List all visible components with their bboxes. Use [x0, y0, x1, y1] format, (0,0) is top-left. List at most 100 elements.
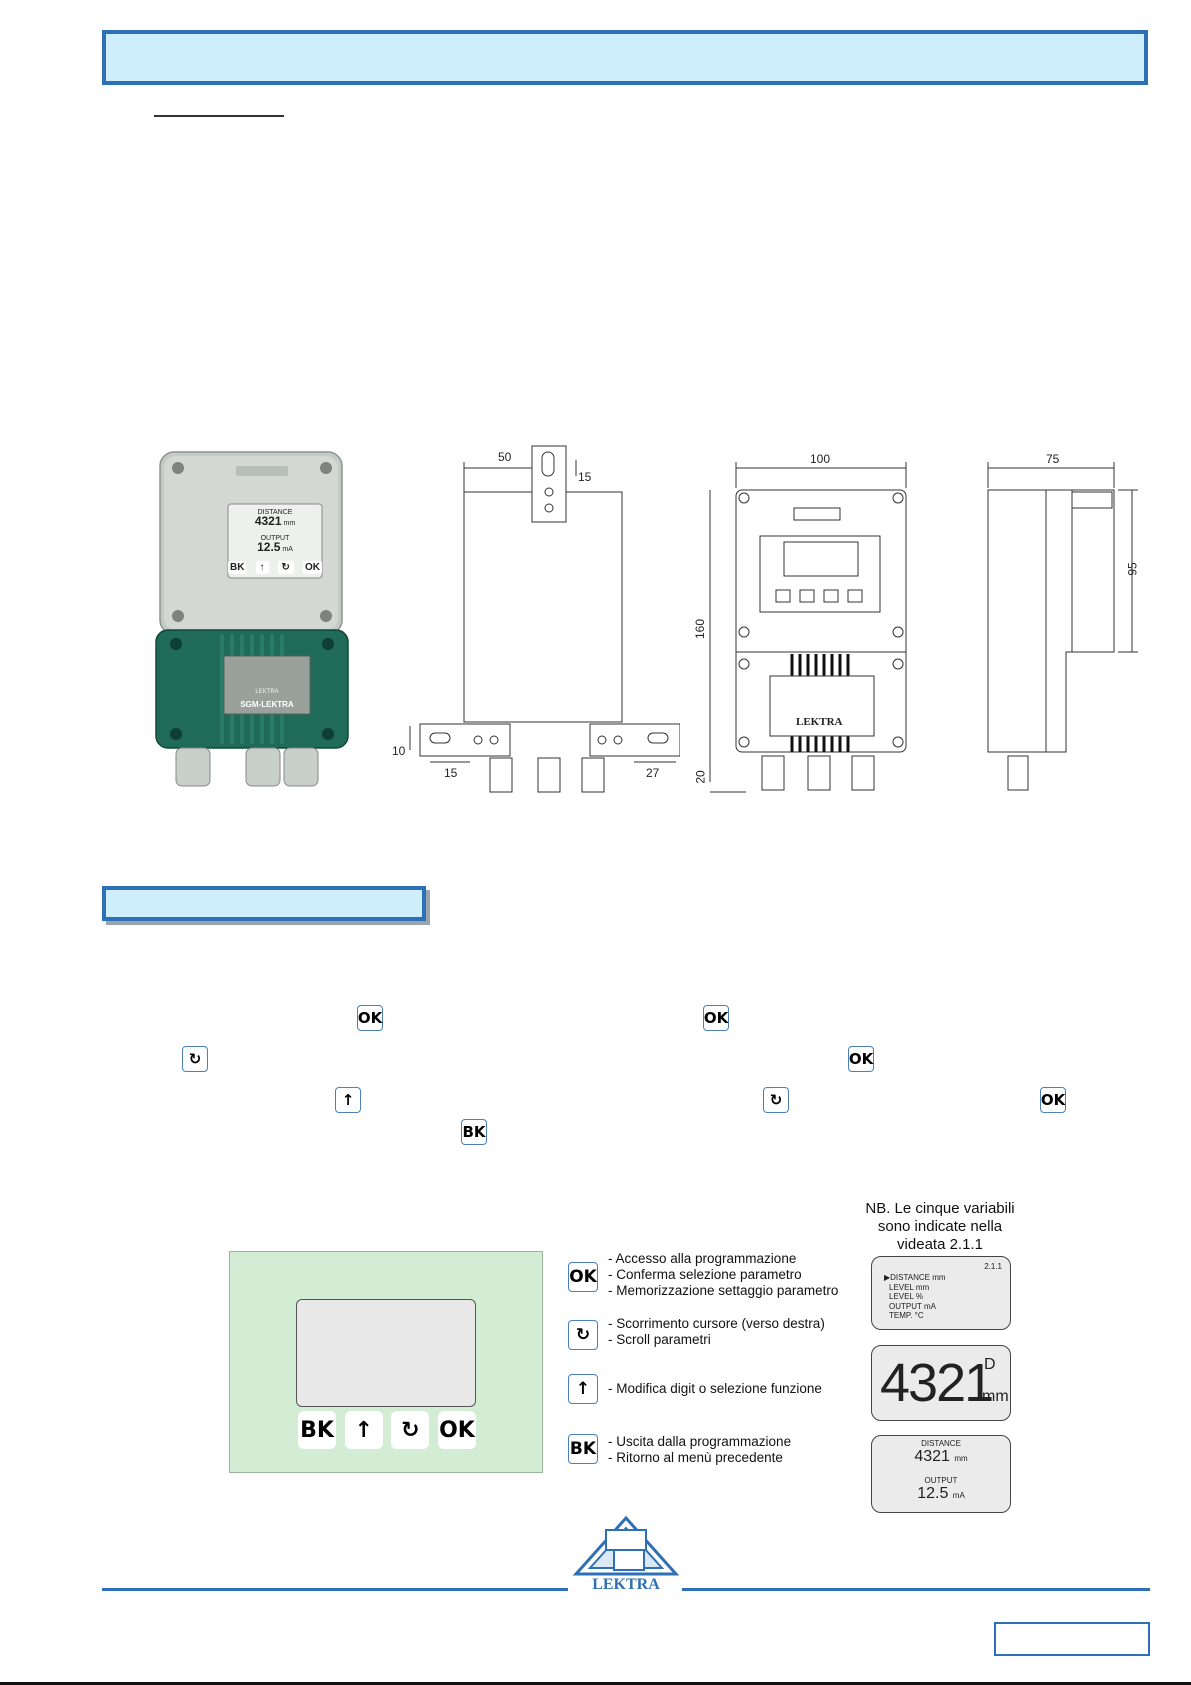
- screen-dual-value-2: 12.5: [917, 1485, 949, 1502]
- legend-up-line-1: - Modifica digit o selezione funzione: [608, 1381, 822, 1396]
- legend-key-bk: BK: [568, 1434, 598, 1464]
- section-banner: [102, 886, 426, 921]
- legend-scroll-icon: ↻: [568, 1320, 598, 1350]
- screen-dual-label-2: OUTPUT: [924, 1476, 958, 1485]
- legend-ok-line-1: - Accesso alla programmazione: [608, 1251, 797, 1266]
- legend-key-ok: OK: [568, 1262, 598, 1292]
- inline-key-ok-2: OK: [703, 1005, 729, 1031]
- front-logo-text: LEKTRA: [796, 716, 843, 728]
- photo-key-bk: BK: [228, 561, 247, 574]
- header-banner: [102, 30, 1148, 85]
- legend-scroll-line-1: - Scorrimento cursore (verso destra): [608, 1316, 825, 1331]
- photo-key-scroll-icon: ↻: [277, 561, 294, 574]
- page-number-box: [994, 1622, 1150, 1656]
- photo-keys: BK ↑ ↻ OK: [228, 561, 322, 574]
- photo-key-up-icon: ↑: [255, 561, 269, 574]
- screen-menu-id: 2.1.1: [984, 1262, 1002, 1271]
- drawing-profile-view: 75 95: [986, 452, 1146, 798]
- keypad-panel-keys: BK ↑ ↻ OK: [298, 1411, 476, 1449]
- device-photo-svg: [155, 451, 349, 787]
- footer-line-left: [102, 1588, 568, 1591]
- drawing-front-svg: [709, 462, 907, 793]
- drawing-side-view: 50 15 10 15 27: [390, 436, 681, 796]
- legend-up-text: - Modifica digit o selezione funzione: [608, 1381, 822, 1397]
- photo-screen: DISTANCE 4321 mm OUTPUT 12.5 mA: [228, 508, 322, 554]
- screen-dual-unit-1: mm: [954, 1454, 968, 1463]
- inline-key-ok-4: OK: [1040, 1087, 1066, 1113]
- note-text: NB. Le cinque variabili sono indicate ne…: [840, 1200, 1040, 1254]
- screen-big-unit: mm: [982, 1388, 1009, 1405]
- legend-up-arrow-icon: ↑: [568, 1374, 598, 1404]
- photo-screen-unit-2: mA: [282, 546, 293, 553]
- photo-key-ok: OK: [302, 561, 322, 574]
- photo-plate-logo: LEKTRA: [255, 689, 279, 695]
- legend-ok-line-2: - Conferma selezione parametro: [608, 1267, 802, 1282]
- dim-front-width: 100: [810, 452, 831, 466]
- screen-menu-item: ▶DISTANCE mm: [884, 1273, 946, 1282]
- photo-screen-label-2: OUTPUT: [260, 535, 290, 542]
- panel-up-arrow-icon: ↑: [344, 1411, 383, 1449]
- screen-big-value: 4321: [880, 1353, 994, 1413]
- footer-logo: LEKTRA: [566, 1510, 686, 1600]
- legend-scroll-text: - Scorrimento cursore (verso destra) - S…: [608, 1316, 825, 1348]
- photo-screen-label-1: DISTANCE: [257, 509, 293, 516]
- photo-screen-value-1: 4321: [254, 514, 282, 528]
- note-line-1: NB. Le cinque variabili: [865, 1200, 1015, 1217]
- screen-menu-item: LEVEL mm: [889, 1282, 930, 1292]
- screen-big: 4321 D mm: [871, 1345, 1011, 1421]
- legend-scroll-line-2: - Scroll parametri: [608, 1332, 711, 1347]
- screen-menu-item: LEVEL %: [889, 1292, 923, 1301]
- screen-dual-unit-2: mA: [952, 1491, 965, 1500]
- inline-key-bk: BK: [461, 1119, 487, 1145]
- dim-side-right: 27: [646, 766, 660, 780]
- footer-logo-text: LEKTRA: [592, 1576, 660, 1593]
- screen-big-mode: D: [984, 1356, 996, 1373]
- screen-menu: 2.1.1 ▶DISTANCE mm LEVEL mm LEVEL % OUTP…: [871, 1256, 1011, 1330]
- screen-dual-value-1: 4321: [914, 1448, 950, 1465]
- bottom-edge-line: [0, 1682, 1191, 1685]
- inline-scroll-icon-2: ↻: [763, 1087, 789, 1113]
- drawing-front-view: 100 160 20 LEKTRA: [693, 452, 920, 798]
- panel-scroll-icon: ↻: [391, 1411, 430, 1449]
- drawing-profile-svg: [987, 462, 1138, 791]
- dim-side-left-w: 15: [444, 766, 458, 780]
- inline-scroll-icon-1: ↻: [182, 1046, 208, 1072]
- screen-menu-list: ▶DISTANCE mm LEVEL mm LEVEL % OUTPUT mA …: [884, 1273, 946, 1321]
- photo-screen-row-2: 12.5 mA: [228, 540, 322, 554]
- dim-front-bottom: 20: [693, 770, 708, 784]
- device-photo: DISTANCE 4321 mm OUTPUT 12.5 mA BK ↑ ↻ O…: [148, 448, 354, 790]
- inline-key-ok-3: OK: [848, 1046, 874, 1072]
- footer-logo-svg: [572, 1515, 680, 1576]
- legend-bk-line-1: - Uscita dalla programmazione: [608, 1434, 792, 1449]
- legend-bk-line-2: - Ritorno al menù precedente: [608, 1450, 783, 1465]
- photo-screen-row-1: 4321 mm: [228, 514, 322, 528]
- dim-side-slot: 15: [578, 470, 592, 484]
- dim-profile-depth: 75: [1046, 452, 1060, 466]
- note-line-2: sono indicate nella: [877, 1218, 1003, 1235]
- keypad-panel-screen: [296, 1299, 476, 1407]
- drawing-side-svg: [409, 445, 681, 793]
- note-line-3: videata 2.1.1: [897, 1236, 983, 1253]
- dim-side-left-h: 10: [392, 744, 406, 758]
- dim-front-height: 160: [693, 618, 708, 640]
- underlined-heading-mark: [154, 115, 284, 117]
- photo-screen-value-2: 12.5: [257, 540, 281, 554]
- legend-ok-line-3: - Memorizzazione settaggio parametro: [608, 1283, 839, 1298]
- dim-side-top: 50: [498, 450, 512, 464]
- screen-dual-row-1: 4321 mm: [872, 1448, 1010, 1466]
- inline-up-arrow-icon: ↑: [335, 1087, 361, 1113]
- dim-profile-height: 95: [1125, 562, 1140, 576]
- panel-key-bk: BK: [298, 1411, 336, 1449]
- screen-dual-row-2: 12.5 mA: [872, 1485, 1010, 1503]
- photo-plate-text: SGM-LEKTRA: [240, 700, 294, 709]
- legend-ok-text: - Accesso alla programmazione - Conferma…: [608, 1251, 838, 1299]
- screen-menu-item: OUTPUT mA: [889, 1301, 936, 1311]
- screen-dual-label-1: DISTANCE: [921, 1439, 961, 1448]
- screen-dual: DISTANCE 4321 mm OUTPUT 12.5 mA: [871, 1435, 1011, 1513]
- inline-key-ok-1: OK: [357, 1005, 383, 1031]
- panel-key-ok: OK: [437, 1411, 476, 1449]
- screen-menu-item: TEMP. °C: [889, 1311, 924, 1320]
- photo-screen-unit-1: mm: [283, 520, 296, 527]
- legend-bk-text: - Uscita dalla programmazione - Ritorno …: [608, 1434, 791, 1466]
- footer-line-right: [682, 1588, 1150, 1591]
